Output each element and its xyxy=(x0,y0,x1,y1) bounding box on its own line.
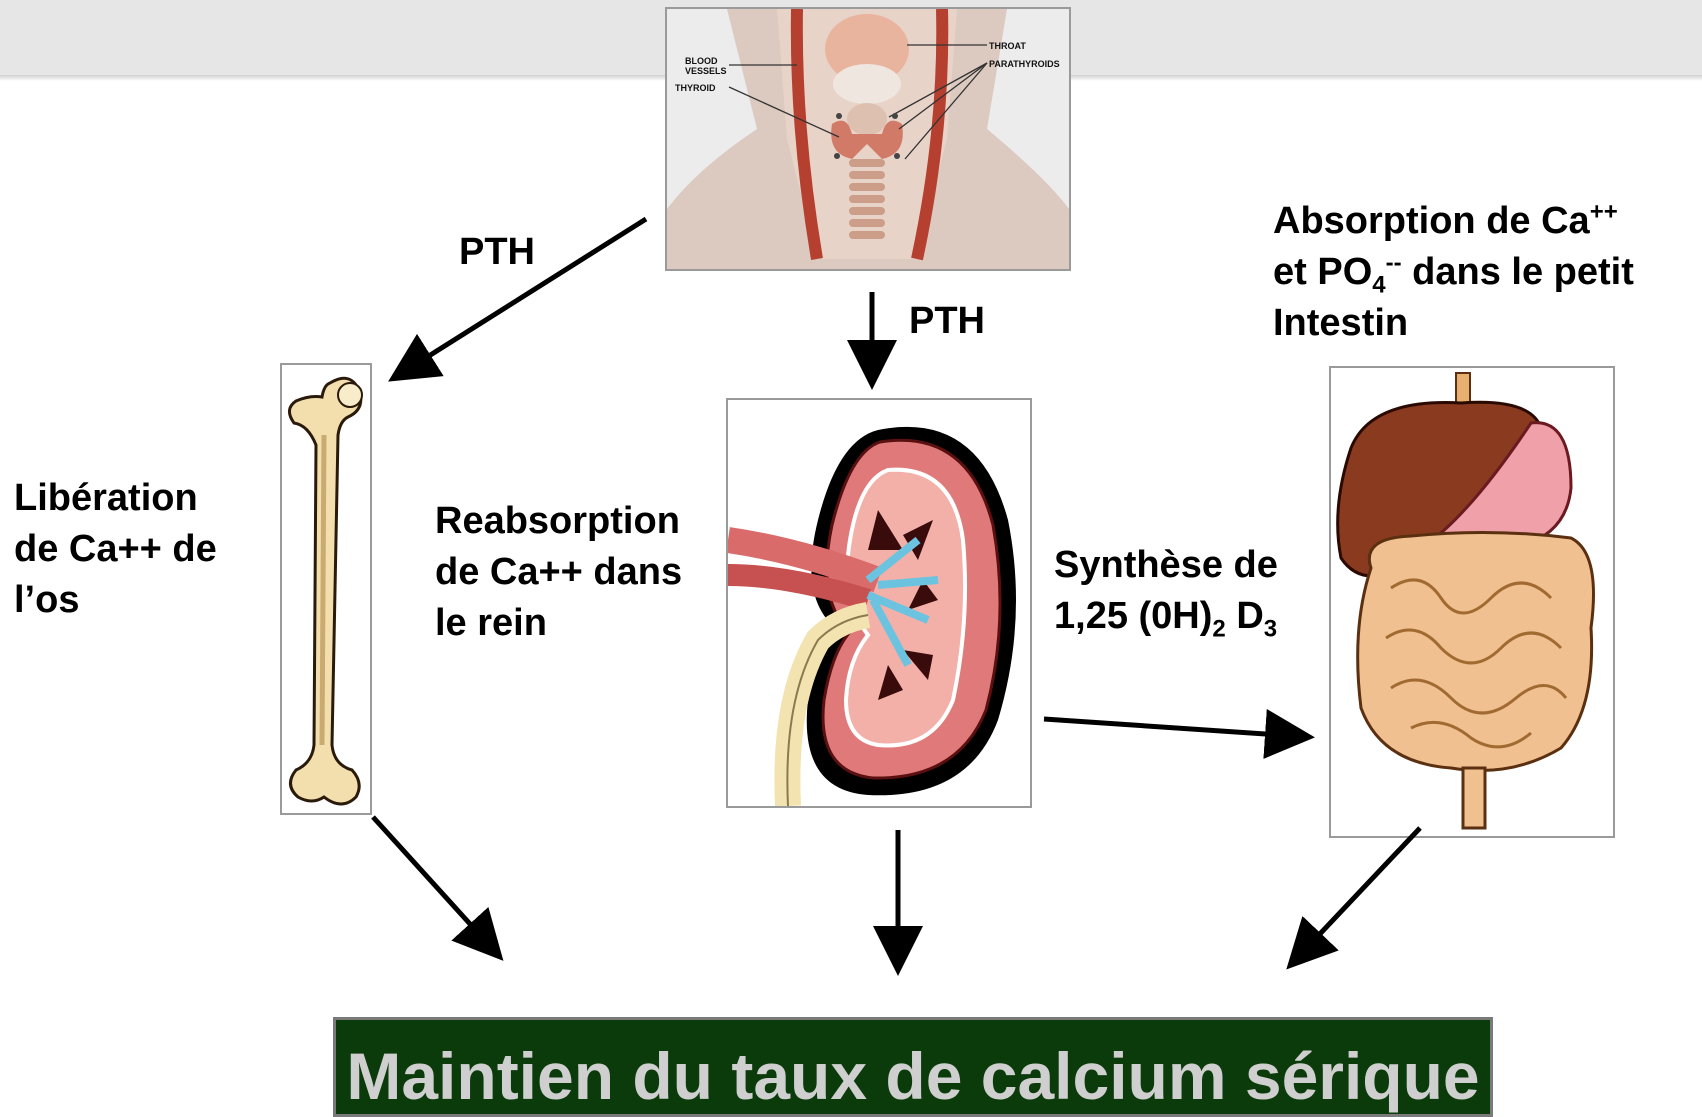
arrow-bone-to-banner xyxy=(373,817,490,946)
bone-label-line2: de Ca++ de xyxy=(14,524,217,575)
synthesis-label-line2: 1,25 (0H)2 D3 xyxy=(1054,591,1277,642)
banner-text: Maintien du taux de calcium sérique xyxy=(336,1038,1490,1114)
bone-label-line3: l’os xyxy=(14,575,79,626)
serum-calcium-banner: Maintien du taux de calcium sérique xyxy=(333,1017,1493,1117)
absorption-label-line3: Intestin xyxy=(1273,298,1408,349)
absorption-label-line1: Absorption de Ca++ xyxy=(1273,196,1618,247)
bone-label-line1: Libération xyxy=(14,473,198,524)
pth-label-left: PTH xyxy=(459,227,535,278)
kidney-label-line1: Reabsorption xyxy=(435,496,680,547)
kidney-label-line3: le rein xyxy=(435,598,547,649)
synthesis-label-line1: Synthèse de xyxy=(1054,540,1278,591)
pth-label-center: PTH xyxy=(909,296,985,347)
kidney-label-line2: de Ca++ dans xyxy=(435,547,682,598)
arrow-intestine-to-banner xyxy=(1300,828,1420,955)
arrow-kidney-to-intestine xyxy=(1044,719,1295,736)
absorption-label-line2: et PO4-- dans le petit xyxy=(1273,247,1634,298)
